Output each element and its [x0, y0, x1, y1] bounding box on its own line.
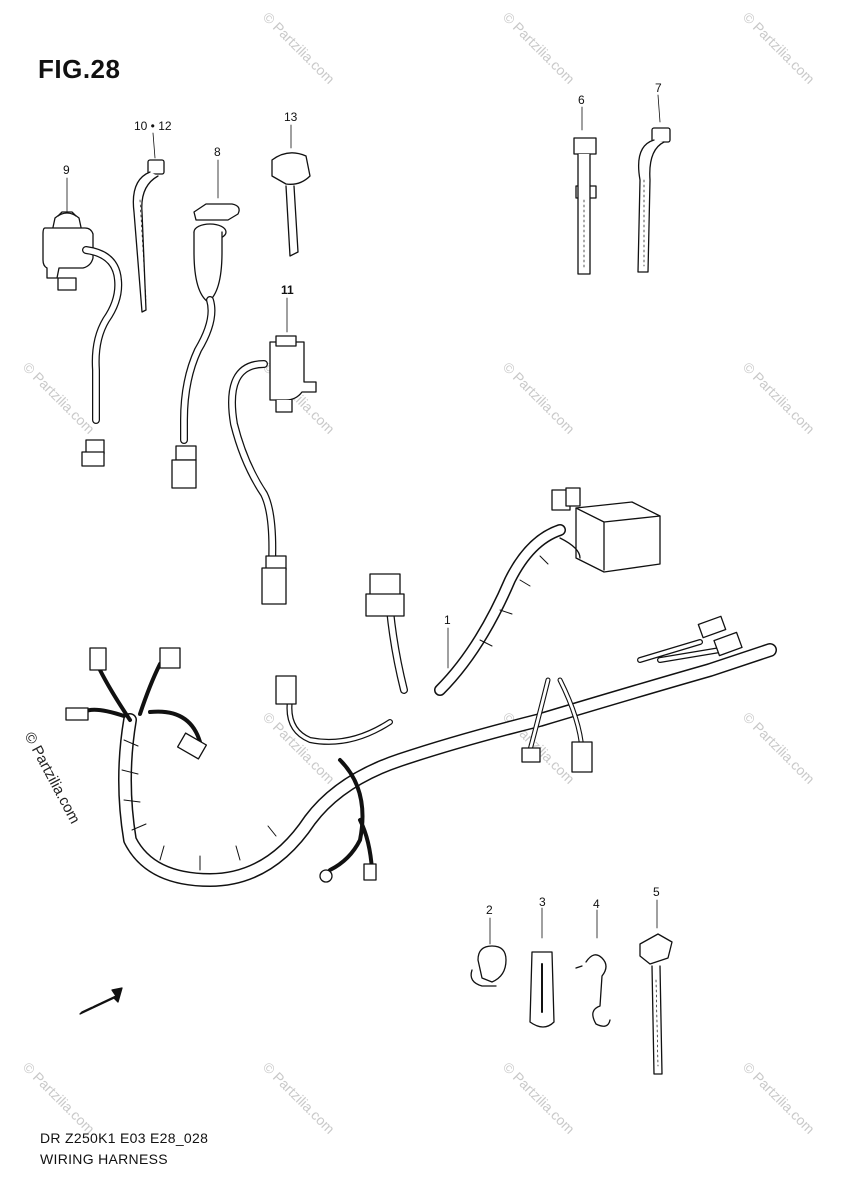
watermark: © Partzilia.com [20, 359, 98, 437]
part-clamp [470, 917, 507, 987]
part-fuse-holder [271, 124, 311, 257]
watermark: © Partzilia.com [500, 1059, 578, 1137]
fwd-arrow-icon [79, 987, 123, 1015]
watermark: © Partzilia.com [260, 1059, 338, 1137]
label-part-7: 7 [655, 81, 662, 95]
part-harness [65, 487, 777, 887]
watermark: © Partzilia.com [500, 9, 578, 87]
watermark: © Partzilia.com [740, 1059, 818, 1137]
label-part-4: 4 [593, 897, 600, 911]
label-part-8: 8 [214, 145, 221, 159]
watermark: © Partzilia.com [260, 709, 338, 787]
watermark: © Partzilia.com [740, 359, 818, 437]
watermark: © Partzilia.com [260, 9, 338, 87]
label-part-10-12: 10 • 12 [134, 119, 172, 133]
label-part-13: 13 [284, 110, 298, 124]
watermark: © Partzilia.com [740, 709, 818, 787]
label-part-9: 9 [63, 163, 70, 177]
part-ignition-switch [171, 159, 240, 489]
part-band-6 [573, 106, 597, 275]
part-labels: 1 2 3 4 5 6 7 8 9 10 • 12 11 13 [63, 81, 662, 917]
part-clip-wire [575, 909, 611, 1027]
label-part-11: 11 [281, 283, 294, 297]
part-handle-switch-left [42, 177, 123, 467]
figure-title: FIG.28 [38, 54, 121, 84]
label-part-3: 3 [539, 895, 546, 909]
label-part-5: 5 [653, 885, 660, 899]
label-part-6: 6 [578, 93, 585, 107]
figure-code: DR Z250K1 E03 E28_028 [40, 1130, 209, 1146]
part-band-7 [637, 94, 671, 273]
label-part-2: 2 [486, 903, 493, 917]
label-part-1: 1 [444, 613, 451, 627]
figure-caption: WIRING HARNESS [40, 1151, 168, 1167]
watermark: © Partzilia.com [500, 359, 578, 437]
watermark: © Partzilia.com [740, 9, 818, 87]
watermark: © Partzilia.com [20, 1059, 98, 1137]
watermark-layer: © Partzilia.com © Partzilia.com © Partzi… [20, 9, 818, 1137]
part-band-10-12 [132, 132, 165, 313]
part-clip-flat [529, 907, 555, 1028]
part-handle-switch-right [228, 297, 317, 605]
part-tie-clamp [639, 899, 673, 1075]
